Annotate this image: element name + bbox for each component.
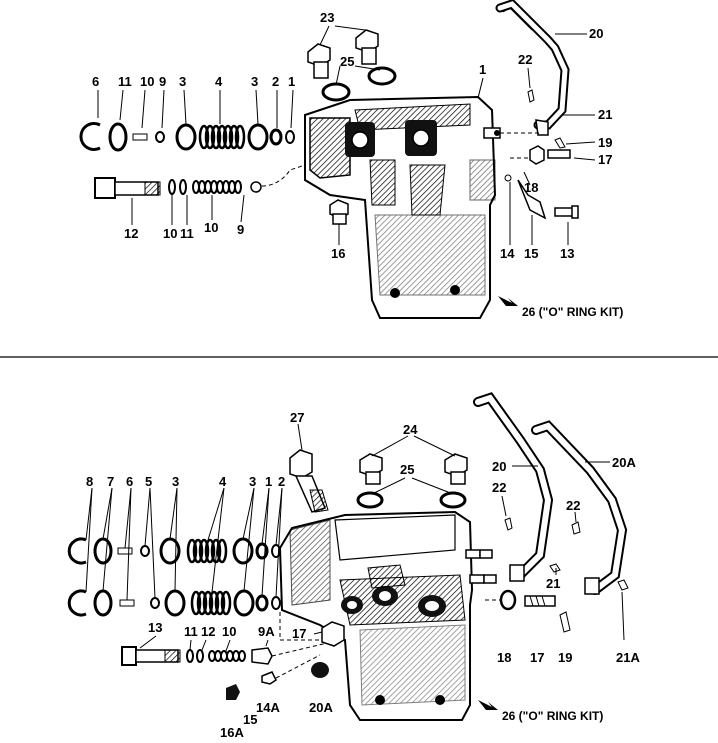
callout-6: 6: [126, 474, 133, 489]
top-small-spring: [192, 180, 242, 194]
callout-21: 20: [492, 459, 506, 474]
bottom-callouts: 8 7 6 5 3 4 3 1 2 27 24 25 20 20A 22 22 …: [86, 410, 640, 740]
callout-4: 4: [219, 474, 227, 489]
callout-1: 1: [479, 62, 486, 77]
callout-10: 10: [222, 624, 236, 639]
callout-3-a: 3: [172, 474, 179, 489]
top-spring: [198, 124, 246, 150]
callout-23-a: 22: [492, 480, 506, 495]
callout-24: 24: [403, 422, 418, 437]
bottom-diagram: 8 7 6 5 3 4 3 1 2 27 24 25 20 20A 22 22 …: [67, 392, 640, 740]
callout-17: 16: [331, 246, 345, 261]
callout-13: 12: [124, 226, 138, 241]
top-valve-stack: [79, 122, 295, 152]
top-bolt-pair: [307, 29, 379, 79]
callout-2: 2: [278, 474, 285, 489]
callout-5: 9: [159, 74, 166, 89]
callout-21a: 20A: [612, 455, 636, 470]
callout-3-b: 3: [249, 474, 256, 489]
callout-23-b: 22: [566, 498, 580, 513]
callout-16: 15: [524, 246, 538, 261]
callout-9a: 9A: [258, 624, 275, 639]
bottom-valve-stack-lower: [67, 589, 281, 617]
callout-23: 22: [518, 52, 532, 67]
callout-24: 23: [320, 10, 334, 25]
bottom-valve-body: [278, 510, 497, 721]
callout-18: 17: [530, 650, 544, 665]
callout-17: 17: [292, 626, 306, 641]
callout-22-a: 21: [546, 576, 560, 591]
top-plug: [329, 199, 349, 225]
callout-8: 6: [92, 74, 99, 89]
top-valve-body: [304, 95, 501, 319]
callout-3-a: 3: [179, 74, 186, 89]
callout-25: 25: [340, 54, 354, 69]
top-lower-stack: [94, 164, 306, 199]
callout-11: 11: [184, 624, 198, 639]
bottom-small-spring: [208, 650, 246, 662]
callout-15: 14: [500, 246, 515, 261]
bottom-spring-upper: [186, 538, 228, 564]
callout-2: 2: [272, 74, 279, 89]
callout-4: 4: [215, 74, 223, 89]
callout-1-left: 1: [288, 74, 295, 89]
callout-7: 7: [107, 474, 114, 489]
top-lever: [495, 0, 570, 136]
callout-20a: 20A: [309, 700, 333, 715]
bottom-washer-pair: [356, 491, 467, 509]
callout-22: 21: [598, 107, 612, 122]
bottom-lower-stack: [121, 612, 341, 666]
top-diagram: 6 11 10 9 3 4 3 2 1 1 23 25 20 22 21 19 …: [79, 0, 623, 319]
bottom-lever-21: [473, 392, 554, 582]
callout-18: 17: [598, 152, 612, 167]
callout-14a: 14A: [256, 700, 280, 715]
callout-25: 25: [400, 462, 414, 477]
callout-20: 19: [558, 650, 572, 665]
callout-9: 9: [237, 222, 244, 237]
callout-16a: 16A: [220, 725, 244, 740]
top-washer-pair: [321, 66, 397, 102]
callout-5: 5: [145, 474, 152, 489]
callout-14: 13: [560, 246, 574, 261]
bottom-plugs: [226, 621, 345, 700]
bottom-long-bolt: [289, 449, 329, 513]
bottom-right-hardware: [485, 517, 629, 633]
callout-11: 10: [163, 226, 177, 241]
callout-8: 8: [86, 474, 93, 489]
callout-6: 10: [140, 74, 154, 89]
top-callouts: 6 11 10 9 3 4 3 2 1 1 23 25 20 22 21 19 …: [92, 10, 623, 319]
top-kit-label: 26 ("O" RING KIT): [522, 305, 623, 319]
bottom-bolt-pair: [359, 453, 468, 485]
bottom-valve-stack-upper: [67, 537, 281, 565]
bottom-spring-lower: [190, 590, 232, 616]
bottom-leader-lines: [85, 423, 625, 652]
callout-3-b: 3: [251, 74, 258, 89]
callout-10: 10: [204, 220, 218, 235]
callout-19: 18: [497, 650, 511, 665]
bottom-kit-arrow: [478, 700, 498, 710]
bottom-kit-label: 26 ("O" RING KIT): [502, 709, 603, 723]
top-right-hardware: [500, 89, 579, 220]
callout-22-b: 21A: [616, 650, 640, 665]
callout-13: 13: [148, 620, 162, 635]
callout-1: 1: [265, 474, 272, 489]
callout-19: 18: [524, 180, 538, 195]
callout-21: 20: [589, 26, 603, 41]
top-leader-lines: [97, 25, 596, 245]
callout-20: 19: [598, 135, 612, 150]
callout-12: 11: [180, 226, 194, 241]
bottom-lever-21a: [531, 420, 628, 595]
callout-12: 12: [201, 624, 215, 639]
callout-27: 27: [290, 410, 304, 425]
callout-15: 15: [243, 712, 257, 727]
callout-7: 11: [118, 74, 132, 89]
top-kit-arrow: [498, 296, 518, 306]
